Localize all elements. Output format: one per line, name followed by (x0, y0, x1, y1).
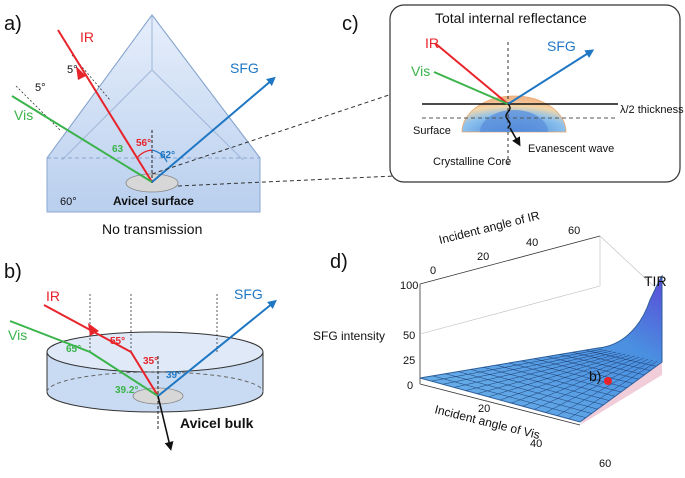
evanescent-wave-arrow (509, 127, 521, 147)
ir-arrowhead-b (88, 323, 99, 336)
sfg-beam-a (151, 76, 276, 183)
ir-tick-60: 60 (568, 225, 580, 237)
sfg-angle-arc-a (151, 149, 168, 163)
z-tick-25: 25 (403, 355, 415, 367)
sfg-label-a: SFG (230, 60, 259, 76)
mesh-line (499, 354, 631, 401)
avicel-bulk-label: Avicel bulk (180, 415, 254, 431)
sfg-angle-a: 62° (160, 150, 175, 161)
sfg-beam-c (507, 49, 595, 105)
tilt-angle-vis: 5° (35, 82, 46, 94)
no-transmission-caption: No transmission (102, 221, 202, 237)
tir-inset-box (389, 4, 681, 183)
vis-label-c: Vis (411, 63, 430, 79)
evanescent-wave-squiggle (505, 103, 511, 129)
crystalline-core (480, 110, 548, 132)
vis-beam-c (433, 71, 509, 105)
tir-label: TIR (644, 273, 667, 289)
ir-beam-a (57, 29, 153, 183)
ir-tick-0: 0 (430, 265, 436, 277)
mesh-line (568, 360, 658, 420)
ir-angle-a: 56° (136, 138, 151, 149)
ir-tick-40: 40 (526, 237, 538, 249)
evanescent-wave-label: Evanescent wave (528, 143, 614, 155)
ir-label-c: IR (425, 35, 439, 51)
zoom-connector-bottom (177, 175, 396, 187)
surface-label-c: Surface (413, 125, 451, 137)
vis-tick-40: 40 (530, 438, 542, 450)
vis-axis-line (419, 383, 581, 426)
surface-mesh (431, 348, 658, 420)
z-tick-0: 0 (407, 380, 413, 392)
panel-d-label: d) (330, 251, 348, 273)
panel-a-label: a) (4, 13, 22, 35)
panel-a: a) IR Vis SFG 5° 5° 63 56° 62° 60° Avice… (4, 13, 276, 237)
measurement-marker (604, 377, 612, 385)
mesh-line (545, 358, 649, 413)
z-axis-title: SFG intensity (313, 329, 385, 343)
ir-label-b: IR (46, 288, 60, 304)
z-tick-50: 50 (403, 330, 415, 342)
crystalline-core-label: Crystalline Core (433, 156, 511, 168)
avicel-surface-label: Avicel surface (113, 194, 194, 208)
mesh-line (557, 359, 653, 416)
vis-angle-b: 65° (66, 344, 81, 355)
ir-beam-c (435, 43, 509, 105)
back-grid-line (419, 236, 601, 335)
zoom-connector-top (151, 92, 396, 175)
mesh-line (534, 357, 644, 410)
cylinder-bottom-back (46, 371, 264, 393)
vis-label-a: Vis (14, 107, 33, 123)
mesh-line (559, 354, 645, 376)
ir-axis-line (419, 235, 601, 285)
tir-title: Total internal reflectance (435, 10, 587, 26)
panel-b-label: b) (4, 261, 22, 283)
ir-refraction-angle-b: 35° (143, 356, 158, 367)
marker-label: b) (589, 368, 601, 384)
ir-label-a: IR (80, 29, 94, 45)
prism-angle-label: 60° (60, 196, 77, 208)
mesh-line (572, 352, 651, 371)
vis-angle-a: 63 (112, 144, 124, 155)
panel-b: b) IR Vis SFG 65° 55° 35° 39.2° 39° Avic… (4, 261, 277, 451)
panel-d: d) b) TIR Incident angle of IR Incident … (313, 208, 667, 470)
mesh-line (585, 349, 657, 367)
panel-c: c) Total internal reflectance IR Vis SFG… (342, 4, 684, 183)
thickness-label: λ/2 thickness (620, 104, 684, 116)
ir-angle-arc-a (136, 149, 153, 159)
ir-tick-20: 20 (477, 251, 489, 263)
sfg-angle-b: 39° (166, 370, 181, 381)
mesh-line (511, 355, 635, 404)
ir-beam-b (43, 304, 159, 397)
side-grid-line (599, 235, 661, 293)
mesh-line (522, 356, 640, 407)
vis-refraction-angle-b: 39.2° (115, 385, 138, 396)
panel-c-label: c) (342, 13, 359, 35)
mesh-line (534, 358, 633, 384)
sfg-label-c: SFG (547, 38, 576, 54)
sfg-intensity-surface (419, 274, 663, 423)
tilt-angle-ir: 5° (67, 64, 78, 76)
vis-tick-60: 60 (599, 458, 611, 470)
mesh-line (547, 356, 639, 380)
vis-label-b: Vis (8, 327, 27, 343)
ir-arrowhead-a (76, 66, 86, 80)
vis-tick-20: 20 (478, 403, 490, 415)
sfg-label-b: SFG (234, 286, 263, 302)
sfg-beam-b (157, 299, 277, 397)
z-tick-100: 100 (400, 280, 418, 292)
transmitted-beam-b (157, 395, 174, 451)
vis-beam-b (9, 320, 159, 397)
vis-beam-a (11, 95, 153, 183)
ir-angle-b: 55° (110, 336, 125, 347)
